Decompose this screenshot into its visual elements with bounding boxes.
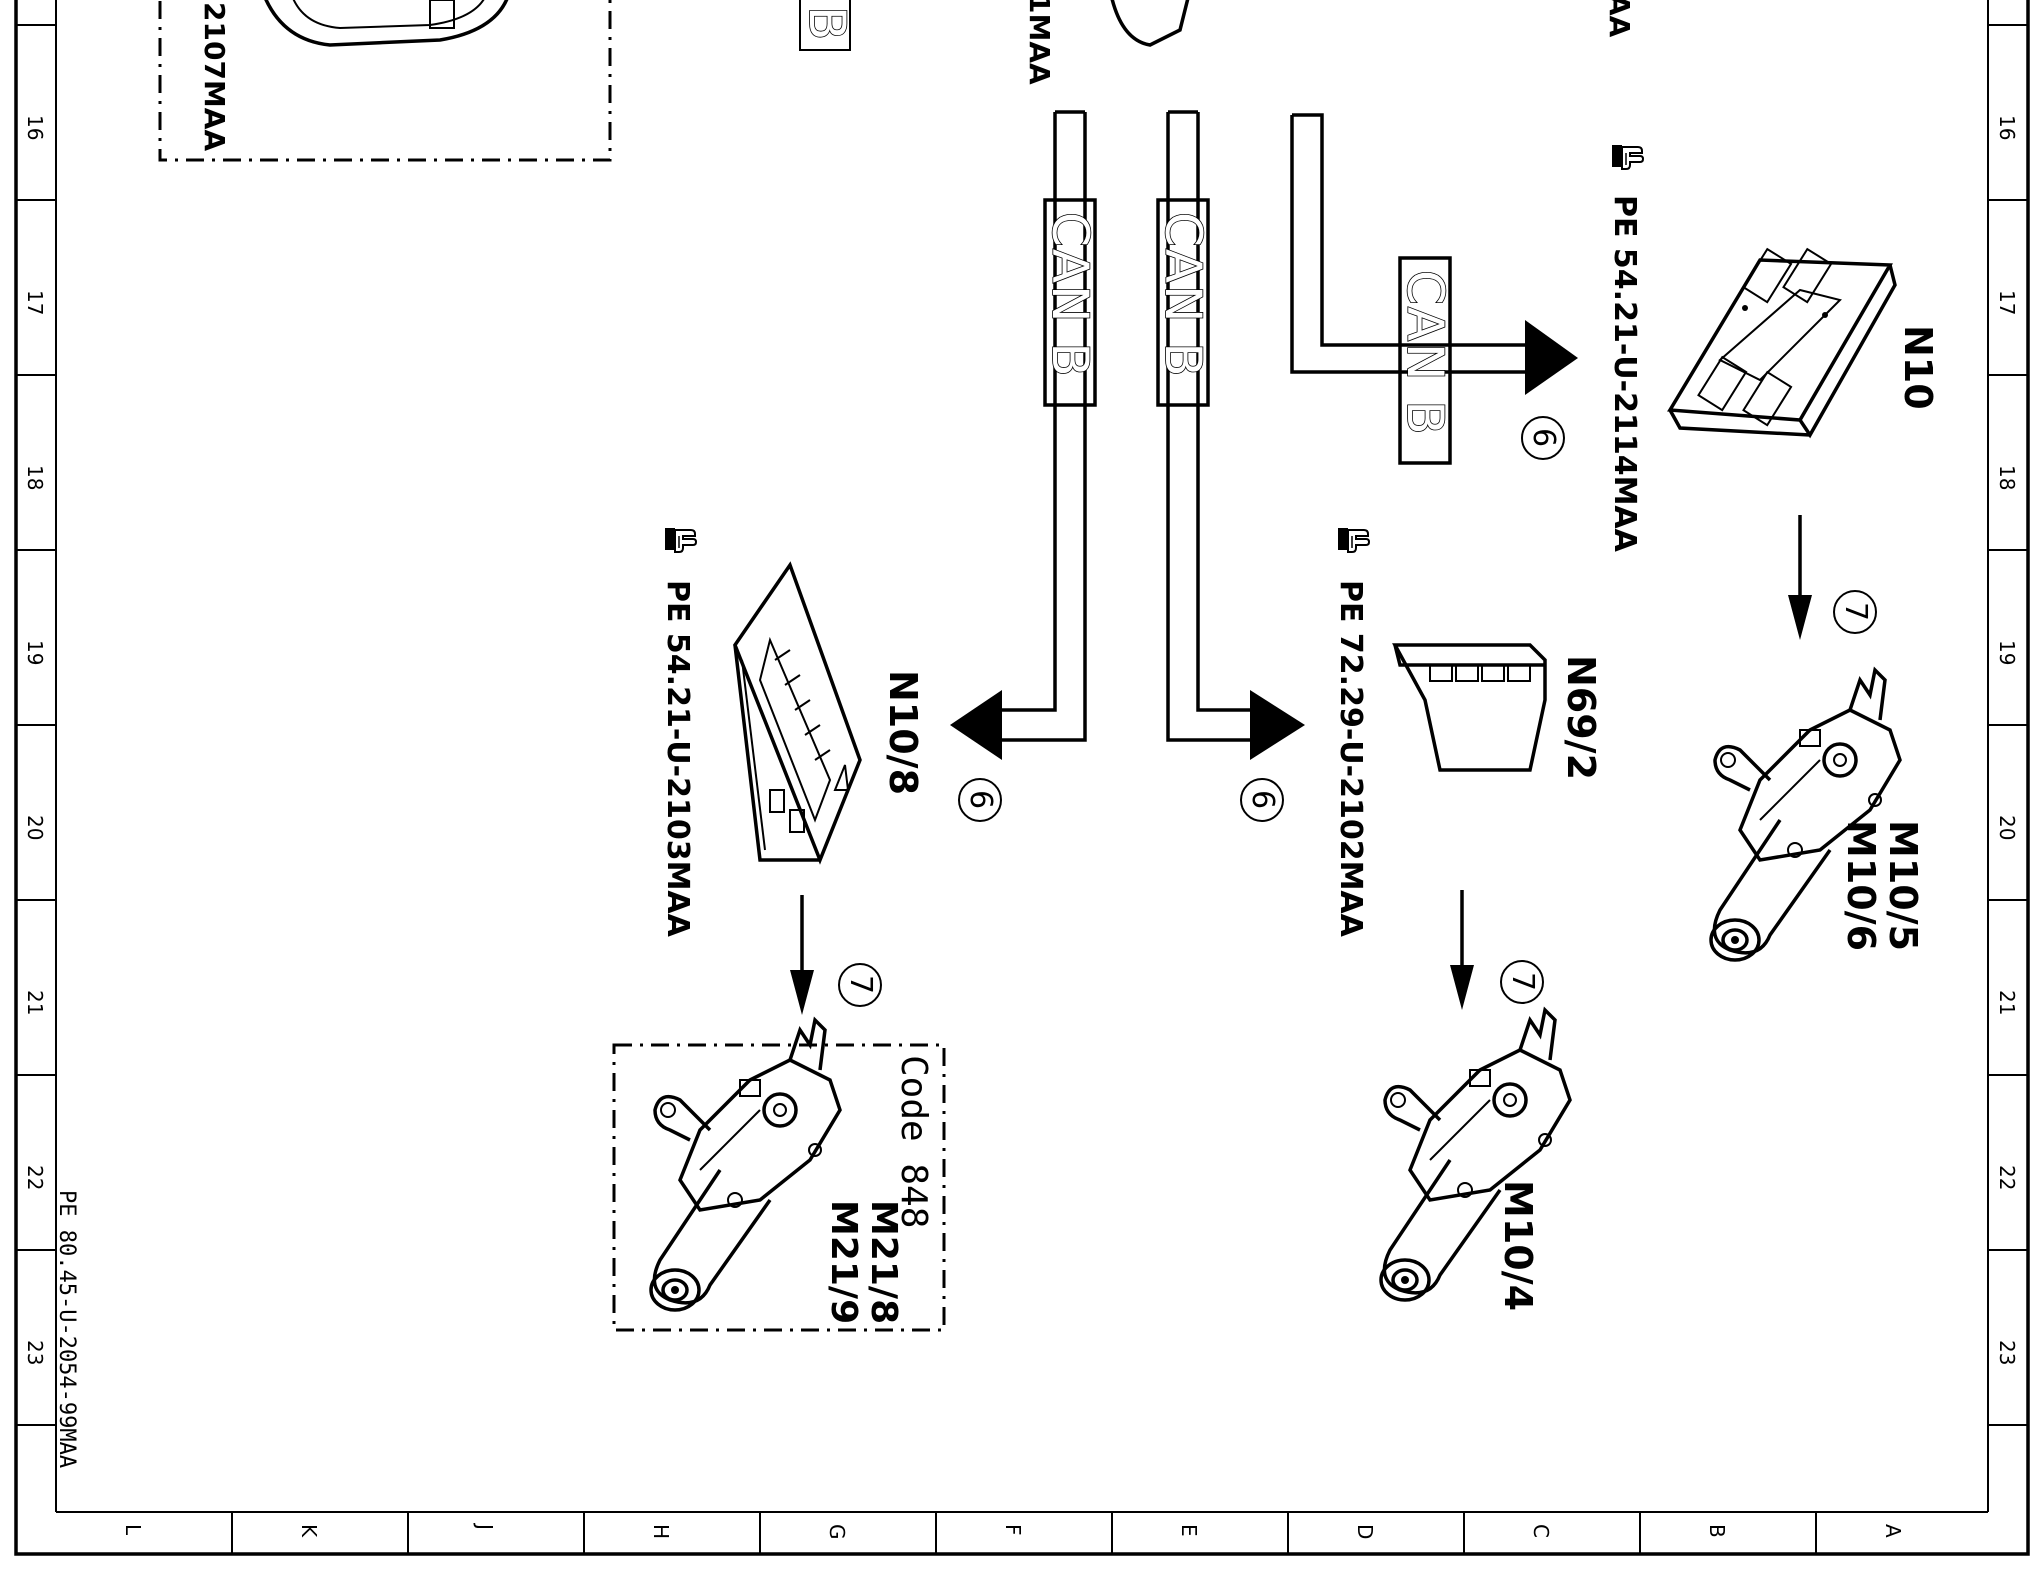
top-left-ref: 2107MAA — [198, 2, 231, 151]
arrow-n10-to-m10-5: 7 — [1788, 515, 1877, 640]
arrow-to-n69-2 — [1250, 690, 1305, 760]
ruler-num: 20 — [1995, 815, 2019, 840]
right-ruler-ticks — [1988, 24, 2028, 1426]
m10-4-label: M10/4 — [1496, 1180, 1540, 1311]
n69-2-ref: PE 72.29-U-2102MAA — [1333, 580, 1368, 938]
ruler-num: 22 — [23, 1165, 47, 1190]
can-bus-middle: CAN B — [1153, 110, 1305, 760]
ruler-num: 19 — [1995, 640, 2019, 665]
can-b-tag — [1156, 198, 1210, 407]
m21-9-label: M21/9 — [823, 1200, 864, 1324]
top-box-letter: B — [798, 6, 856, 42]
ruler-num: 23 — [1995, 1340, 2019, 1365]
hand-pointer-icon — [1337, 527, 1370, 553]
col-letter: C — [1529, 1524, 1553, 1538]
code-848-label: Code 848 — [893, 1055, 934, 1228]
top-mid-ref: 1MAA — [1023, 0, 1056, 85]
m21-motor-box: Code 848 M21/8 M21/9 — [612, 1018, 946, 1332]
step-badge: 7 — [843, 975, 878, 994]
n69-2-label: N69/2 — [1559, 655, 1603, 780]
n10-8-module: PE 54.21-U-2103MAA N10/8 6 — [660, 527, 1002, 938]
can-bus-left: CAN B — [950, 110, 1100, 760]
top-right-ref: AA — [1603, 0, 1636, 38]
col-letter: L — [121, 1524, 145, 1536]
ruler-num: 19 — [23, 640, 47, 665]
step-badge: 6 — [1245, 790, 1280, 809]
left-ruler-ticks — [16, 24, 56, 1426]
col-letter: B — [1705, 1524, 1729, 1538]
bottom-column-letters: L K J H G F E D C B A — [121, 1522, 1905, 1540]
can-b-label: CAN B — [1396, 270, 1454, 437]
arrow-n10-8-to-m21: 7 — [790, 895, 882, 1015]
n69-2-module: PE 72.29-U-2102MAA N69/2 6 — [1240, 527, 1603, 938]
can-b-label: CAN B — [1154, 212, 1212, 379]
drawing-frame — [14, 0, 2030, 1556]
step-badge: 6 — [1526, 428, 1561, 447]
can-b-label: CAN B — [1041, 212, 1099, 379]
n10-module: PE 54.21-U-2114MAA N10 6 — [1521, 144, 1940, 553]
top-left-fragment: 2107MAA — [158, 0, 612, 162]
arrow-to-n10-8 — [950, 690, 1002, 760]
col-letter: F — [1001, 1524, 1025, 1536]
ruler-num: 23 — [23, 1340, 47, 1365]
hand-pointer-icon — [664, 527, 697, 553]
m10-5-label: M10/5 — [1881, 820, 1925, 951]
col-letter: K — [297, 1524, 321, 1538]
n10-label: N10 — [1896, 325, 1940, 410]
ruler-num: 21 — [1995, 990, 2019, 1015]
arrow-to-n10 — [1525, 320, 1578, 395]
m10-6-label: M10/6 — [1839, 820, 1883, 951]
ruler-num: 18 — [1995, 465, 2019, 490]
top-mid-shape — [1110, 0, 1190, 47]
ruler-num: 18 — [23, 465, 47, 490]
m10-5-6-motor: M10/5 M10/6 — [1709, 668, 1925, 962]
col-letter: J — [473, 1522, 497, 1530]
step-badge: 7 — [1505, 972, 1540, 991]
bottom-ruler-ticks — [231, 1512, 1817, 1554]
n10-ref: PE 54.21-U-2114MAA — [1607, 195, 1642, 553]
m10-4-motor: M10/4 — [1379, 1008, 1572, 1311]
ruler-num: 17 — [1995, 290, 2019, 315]
can-b-tag — [1043, 198, 1097, 407]
left-ruler-numbers: 16 17 18 19 20 21 22 23 — [23, 115, 47, 1365]
m21-8-label: M21/8 — [863, 1200, 904, 1324]
ruler-num: 16 — [1995, 115, 2019, 140]
n10-8-label: N10/8 — [881, 670, 925, 795]
n10-8-ref: PE 54.21-U-2103MAA — [660, 580, 695, 938]
ruler-num: 22 — [1995, 1165, 2019, 1190]
right-ruler-numbers: 16 17 18 19 20 21 22 23 — [1995, 115, 2019, 1365]
top-box-fragment: B — [797, 0, 857, 51]
col-letter: E — [1177, 1524, 1201, 1537]
step-badge: 7 — [1838, 602, 1873, 621]
ruler-num: 16 — [23, 115, 47, 140]
hand-pointer-icon — [1611, 144, 1644, 170]
col-letter: A — [1881, 1524, 1905, 1538]
col-letter: D — [1353, 1524, 1377, 1539]
arrow-n69-2-to-m10-4: 7 — [1450, 890, 1544, 1010]
document-reference: PE 80.45-U-2054-99MAA — [54, 1190, 79, 1468]
step-badge: 6 — [963, 790, 998, 809]
ruler-num: 17 — [23, 290, 47, 315]
col-letter: H — [649, 1524, 673, 1539]
can-b-tag — [1398, 256, 1452, 465]
can-bus-right: CAN B — [1290, 113, 1578, 465]
ruler-num: 20 — [23, 815, 47, 840]
ruler-num: 21 — [23, 990, 47, 1015]
col-letter: G — [825, 1524, 849, 1540]
